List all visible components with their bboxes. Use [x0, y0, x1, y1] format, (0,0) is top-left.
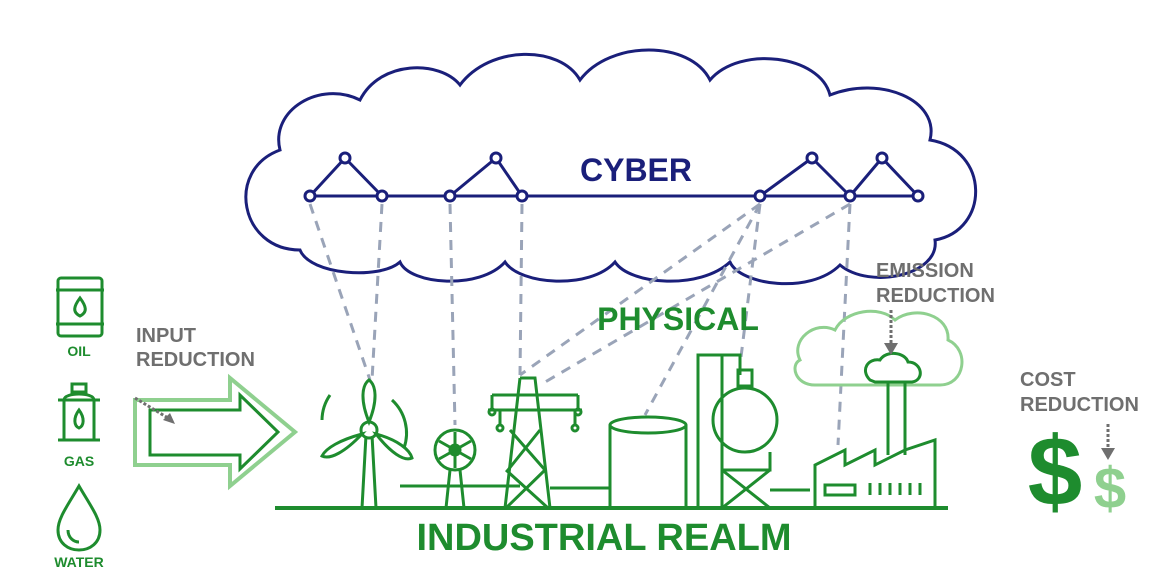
resource-label-water: WATER: [54, 554, 104, 570]
wind-turbine-icon: [319, 378, 414, 510]
cyber-label: CYBER: [580, 152, 692, 188]
network-node: [338, 151, 352, 165]
storage-tank-icon: [550, 415, 688, 508]
emission-label-line2: REDUCTION: [876, 285, 995, 307]
network-node: [303, 189, 317, 203]
network-node: [911, 189, 925, 203]
cyber-cloud: [244, 48, 978, 286]
cost-label-line1: COST: [1020, 369, 1076, 391]
network-node: [489, 151, 503, 165]
network-node: [843, 189, 857, 203]
input-arrow-icon: [133, 373, 299, 491]
network-node: [375, 189, 389, 203]
emission-label-line1: EMISSION: [876, 260, 974, 282]
emission-arrow-icon: [884, 310, 898, 355]
network-node: [515, 189, 529, 203]
oil-barrel-icon: [56, 276, 104, 338]
gas-cylinder-icon: [58, 382, 100, 442]
network-node: [753, 189, 767, 203]
dollar-sign-small: $: [1094, 456, 1126, 521]
spherical-tank-icon: [696, 353, 810, 510]
resource-label-gas: GAS: [64, 453, 94, 469]
dollar-sign-large: $: [1028, 416, 1083, 526]
input-label-line1: INPUT: [136, 325, 196, 347]
power-tower-icon: [487, 376, 583, 510]
network-node: [875, 151, 889, 165]
industrial-realm-label: INDUSTRIAL REALM: [416, 517, 791, 559]
physical-label: PHYSICAL: [597, 301, 759, 337]
factory-icon: [793, 309, 964, 508]
resource-label-oil: OIL: [67, 343, 91, 359]
network-node: [805, 151, 819, 165]
cyber-physical-links: [308, 202, 852, 446]
input-label-line2: REDUCTION: [136, 349, 255, 371]
network-node: [443, 189, 457, 203]
generator-fan-icon: [400, 428, 520, 509]
water-drop-icon: [56, 483, 102, 552]
cyber-network: [303, 151, 925, 203]
cost-label-line2: REDUCTION: [1020, 394, 1139, 416]
cost-arrow-icon: [1101, 424, 1115, 460]
